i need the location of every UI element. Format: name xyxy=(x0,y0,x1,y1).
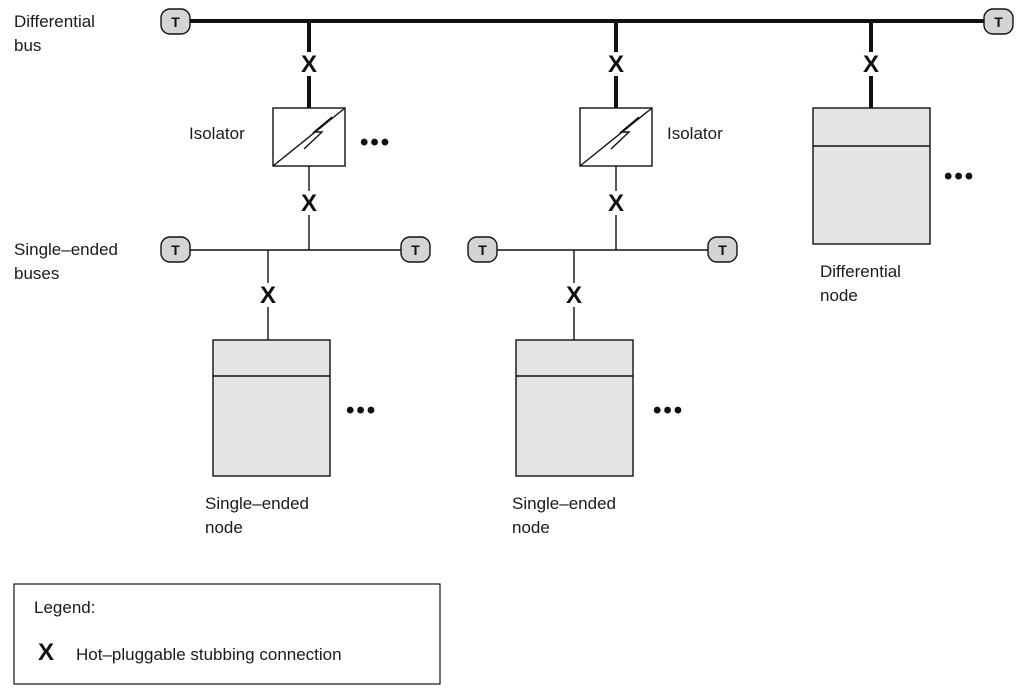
isolator-left xyxy=(272,107,346,167)
terminator-diff-left: T xyxy=(160,8,191,35)
legend-text: Hot–pluggable stubbing connection xyxy=(76,645,342,664)
differential-bus-label-line2: bus xyxy=(14,36,41,55)
legend: Legend: X Hot–pluggable stubbing connect… xyxy=(13,583,441,685)
single-ended-buses-label-line2: buses xyxy=(14,264,59,283)
differential-node xyxy=(812,107,931,245)
terminator-se1-right: T xyxy=(400,236,431,263)
svg-text:X: X xyxy=(301,190,317,217)
single-ended-node-right-label-line2: node xyxy=(512,518,550,537)
svg-text:T: T xyxy=(718,242,727,258)
single-ended-node-right xyxy=(515,339,634,477)
svg-text:T: T xyxy=(171,242,180,258)
terminator-diff-right: T xyxy=(983,8,1014,35)
ellipsis-isolator-left: ••• xyxy=(360,129,391,156)
svg-text:X: X xyxy=(260,282,276,309)
legend-title: Legend: xyxy=(34,598,95,617)
terminator-se2-left: T xyxy=(467,236,498,263)
ellipsis-differential-node: ••• xyxy=(944,163,975,190)
stub-mark-diff-middle: X xyxy=(606,51,626,78)
isolator-right xyxy=(579,107,653,167)
stub-mark-node-right: X xyxy=(564,282,584,309)
svg-text:X: X xyxy=(863,51,879,78)
isolator-right-label: Isolator xyxy=(667,124,723,143)
single-ended-node-left xyxy=(212,339,331,477)
stub-mark-diff-left: X xyxy=(299,51,319,78)
single-ended-node-left-label-line2: node xyxy=(205,518,243,537)
single-ended-node-right-label-line1: Single–ended xyxy=(512,494,616,513)
svg-text:T: T xyxy=(171,14,180,30)
isolator-left-label: Isolator xyxy=(189,124,245,143)
svg-text:X: X xyxy=(608,51,624,78)
single-ended-buses-label-line1: Single–ended xyxy=(14,240,118,259)
svg-text:X: X xyxy=(301,51,317,78)
stub-mark-diff-right: X xyxy=(861,51,881,78)
differential-node-label-line1: Differential xyxy=(820,262,901,281)
legend-box xyxy=(13,583,441,685)
terminator-se1-left: T xyxy=(160,236,191,263)
stub-mark-isolator-right: X xyxy=(606,190,626,217)
svg-text:T: T xyxy=(994,14,1003,30)
ellipsis-single-ended-node-left: ••• xyxy=(346,397,377,424)
terminator-se2-right: T xyxy=(707,236,738,263)
svg-text:T: T xyxy=(411,242,420,258)
svg-text:X: X xyxy=(608,190,624,217)
svg-text:X: X xyxy=(566,282,582,309)
differential-node-label-line2: node xyxy=(820,286,858,305)
ellipsis-single-ended-node-right: ••• xyxy=(653,397,684,424)
stub-mark-node-left: X xyxy=(258,282,278,309)
single-ended-node-left-label-line1: Single–ended xyxy=(205,494,309,513)
legend-symbol: X xyxy=(38,639,54,666)
differential-bus-label-line1: Differential xyxy=(14,12,95,31)
stub-mark-isolator-left: X xyxy=(299,190,319,217)
svg-text:T: T xyxy=(478,242,487,258)
